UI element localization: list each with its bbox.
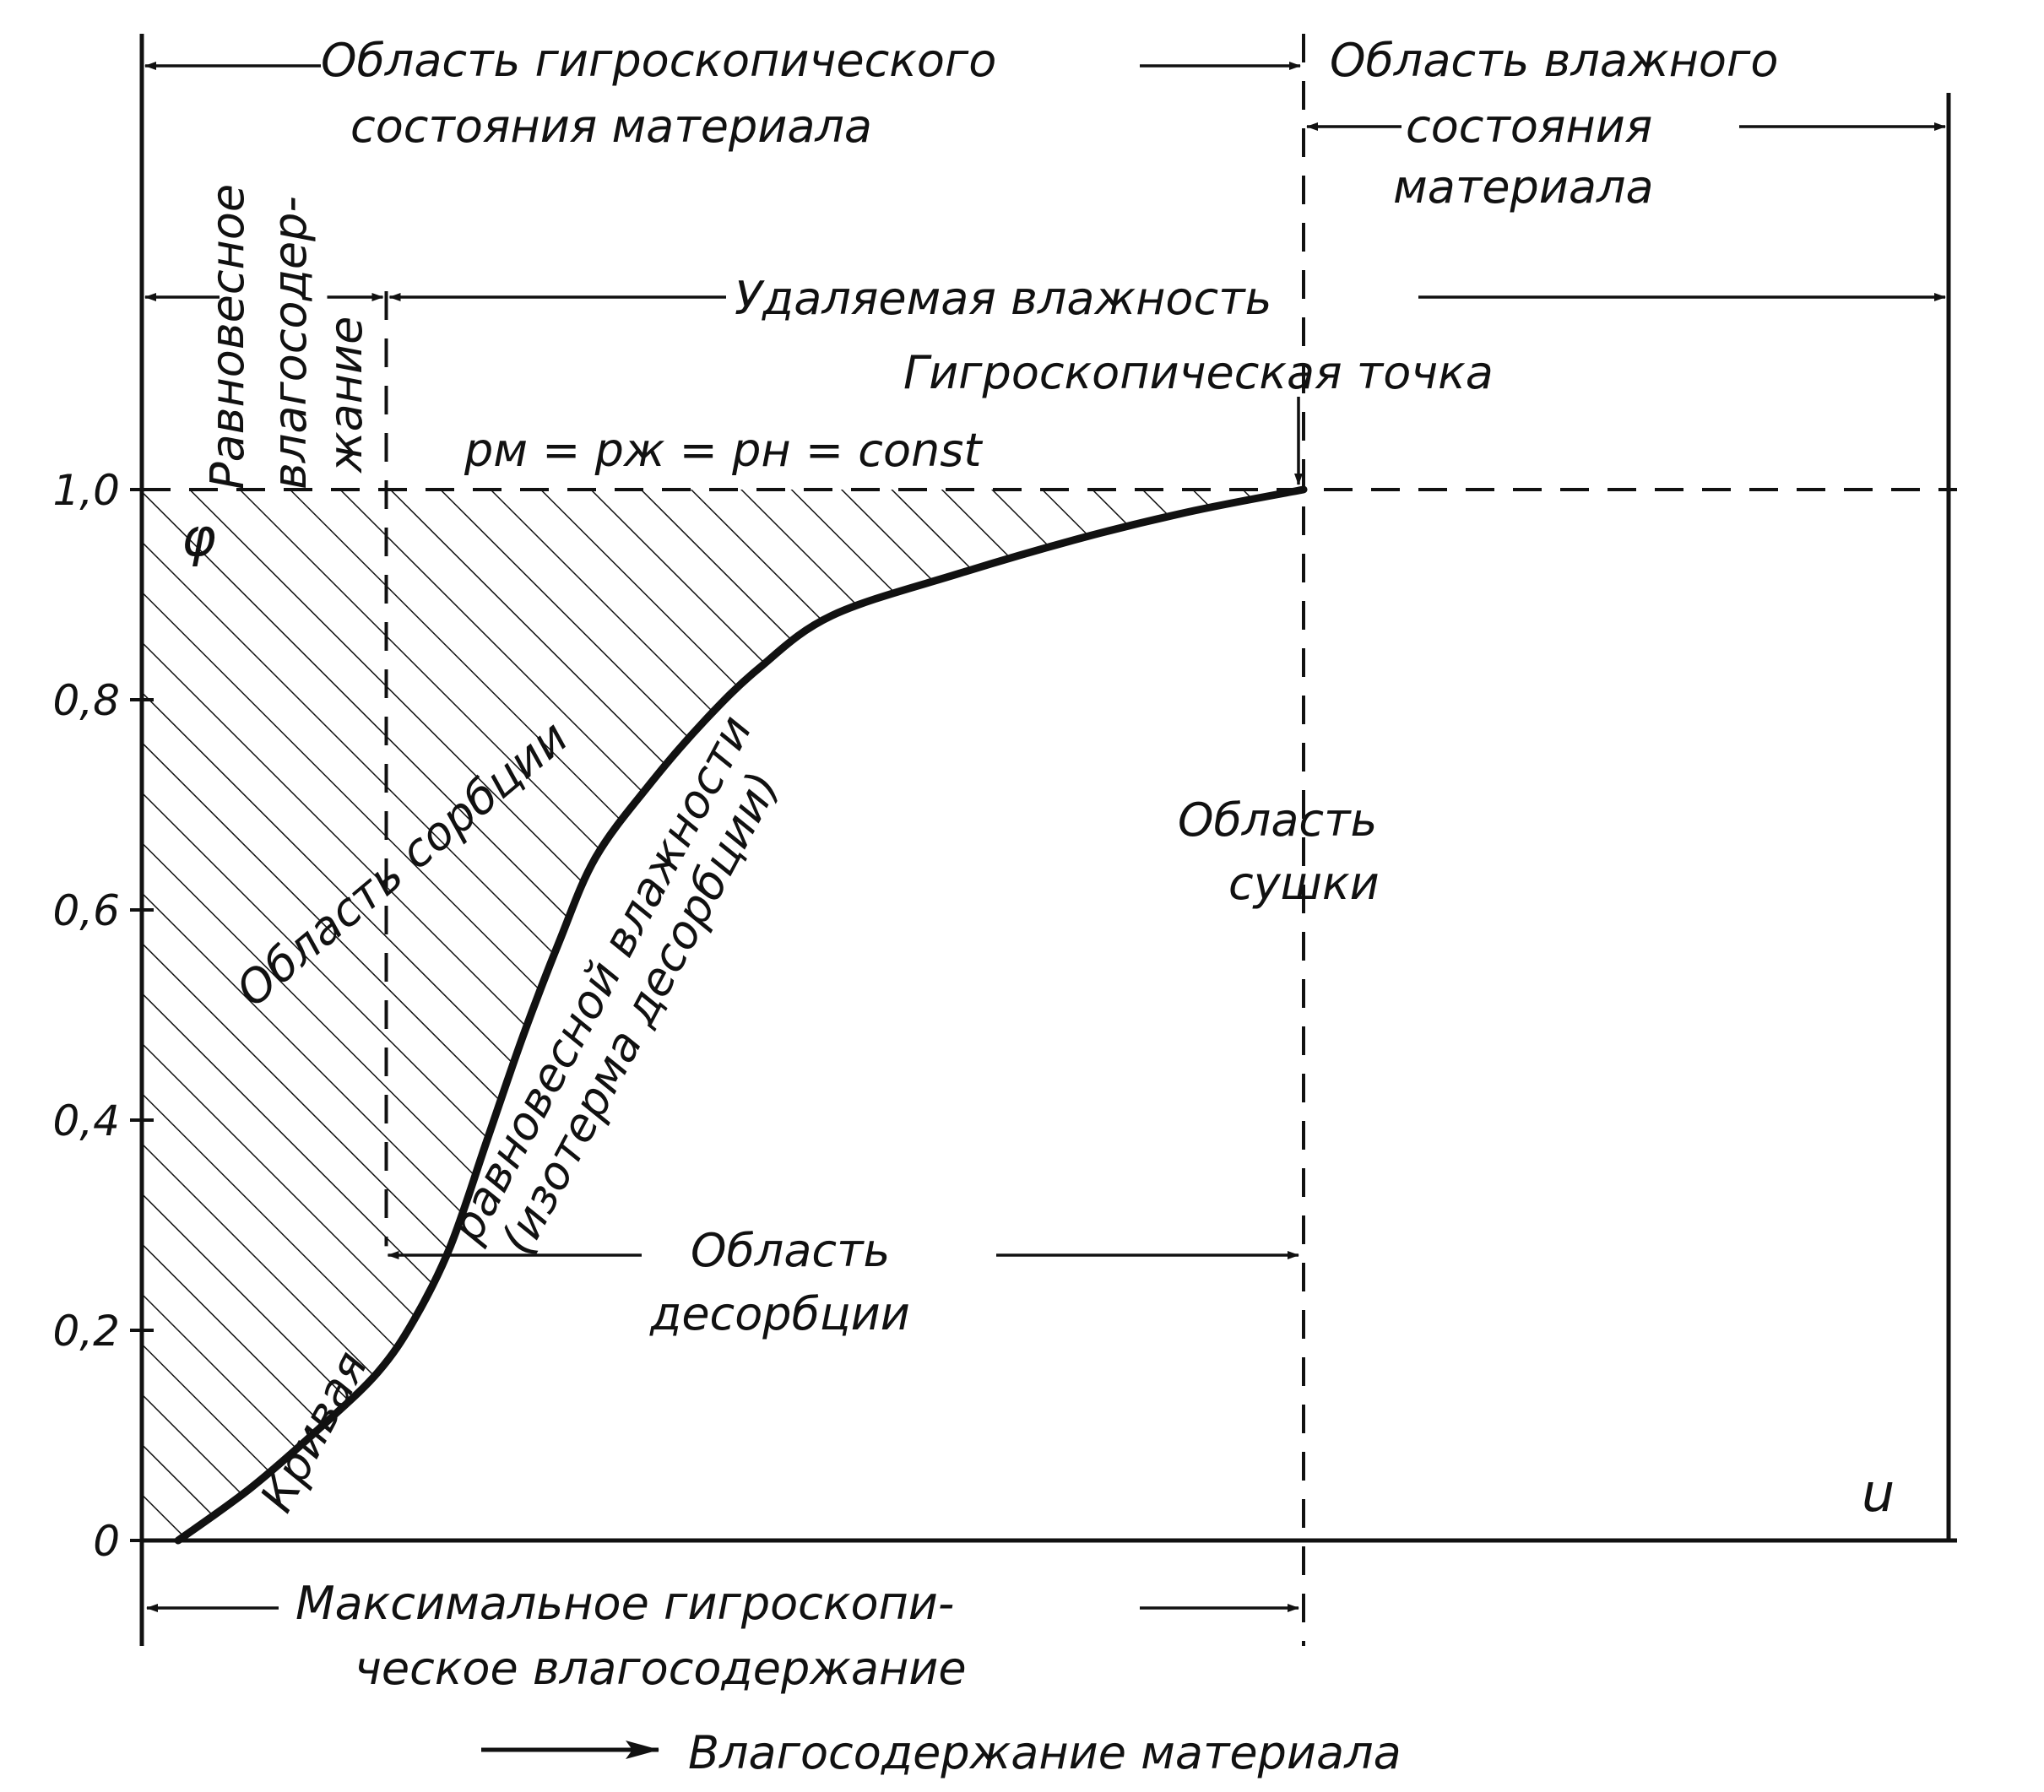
y-tick-label: 0,6 bbox=[52, 886, 120, 935]
u-symbol: u bbox=[1862, 1462, 1895, 1524]
y-tick-label: 0,8 bbox=[52, 676, 120, 725]
equilibrium-label-1: Равновесное bbox=[201, 184, 254, 490]
wet-region-title: Область влажного bbox=[1330, 34, 1778, 87]
y-tick-label: 0,4 bbox=[52, 1096, 120, 1145]
desorption-region-title: Область bbox=[691, 1224, 890, 1277]
y-tick-label: 0,2 bbox=[52, 1307, 120, 1356]
desorption-isotherm-curve bbox=[174, 485, 1308, 1545]
drying-region-subtitle: сушки bbox=[1228, 857, 1380, 910]
pressure-equation-label: pм = pж = pн = const bbox=[464, 424, 983, 477]
desorption-region-subtitle: десорбции bbox=[649, 1287, 910, 1340]
hygroscopic-region-subtitle: состояния материала bbox=[350, 100, 872, 153]
equilibrium-label-3: жание bbox=[319, 317, 372, 474]
max-hygroscopic-title: Максимальное гигроскопи- bbox=[295, 1577, 954, 1630]
equilibrium-label-2: влагосодер- bbox=[263, 196, 317, 490]
wet-region-subtitle: состояния bbox=[1406, 100, 1652, 153]
plot-frame bbox=[139, 34, 1957, 1646]
y-tick-label: 0 bbox=[93, 1517, 120, 1566]
dimension-arrows bbox=[144, 62, 1946, 1759]
hygroscopic-region-title: Область гигроскопического bbox=[321, 34, 996, 87]
y-axis-ticks: 0 0,2 0,4 0,6 0,8 1,0 bbox=[52, 466, 154, 1566]
max-hygroscopic-subtitle: ческое влагосодержание bbox=[355, 1642, 967, 1695]
drying-region-title: Область bbox=[1178, 793, 1377, 847]
hygroscopic-point-label: Гигроскопическая точка bbox=[903, 346, 1494, 399]
x-axis-caption: Влагосодержание материала bbox=[688, 1726, 1402, 1779]
removable-moisture-label: Удаляемая влажность bbox=[735, 272, 1271, 325]
wet-region-subtitle-2: материала bbox=[1393, 160, 1654, 214]
phi-symbol: φ bbox=[182, 506, 216, 568]
y-tick-label: 1,0 bbox=[52, 466, 120, 515]
